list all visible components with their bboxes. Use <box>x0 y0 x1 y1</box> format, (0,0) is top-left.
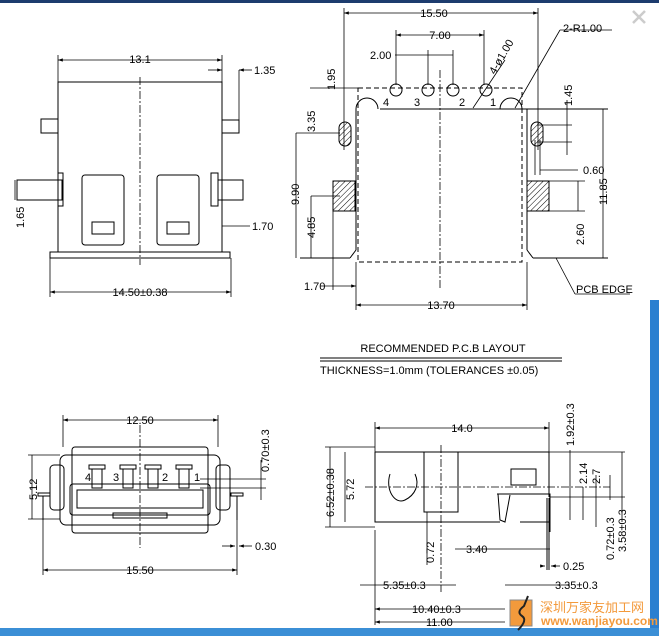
dim-0-25: 0.25 <box>563 561 584 573</box>
dim-1-95: 1.95 <box>326 69 338 90</box>
taskbar-strip <box>0 628 659 636</box>
dim-15-50: 15.50 <box>420 8 448 20</box>
close-x-icon[interactable] <box>632 10 646 24</box>
dim-5-72: 5.72 <box>345 479 357 500</box>
dim-hole-dia: 4-ø1.00 <box>487 38 516 77</box>
dim-13-70: 13.70 <box>427 300 455 312</box>
dim-15-50-end: 15.50 <box>126 565 154 577</box>
dim-4-85: 4.85 <box>306 217 318 238</box>
pin-label-1: 1 <box>490 97 496 109</box>
dim-2-00: 2.00 <box>370 50 391 62</box>
dim-14-50: 14.50±0.38 <box>113 287 168 299</box>
pin-label-3: 3 <box>414 97 420 109</box>
dim-3-58: 3.58±0.3 <box>617 509 629 552</box>
dim-7-00: 7.00 <box>429 30 450 42</box>
dim-1-45: 1.45 <box>563 85 575 106</box>
watermark-logo <box>509 595 533 631</box>
pcb-layout-view <box>295 8 630 310</box>
dim-6-52: 6.52±0.38 <box>325 468 337 517</box>
dim-5-35: 5.35±0.3 <box>383 580 426 592</box>
end-pin-label-3: 3 <box>113 472 119 484</box>
side-view <box>325 422 625 625</box>
contact-pins <box>88 464 193 489</box>
window-top-border <box>0 0 659 3</box>
watermark-url: www.wanjiayou.com <box>540 614 658 628</box>
notes-thickness: THICKNESS=1.0mm (TOLERANCES ±0.05) <box>320 365 538 377</box>
notes-title: RECOMMENDED P.C.B LAYOUT <box>360 343 526 355</box>
dim-1-92: 1.92±0.3 <box>565 403 577 446</box>
dim-9-90: 9.90 <box>290 184 302 205</box>
dim-0-72-tol: 0.72±0.3 <box>605 517 617 560</box>
dim-10-40: 10.40±0.3 <box>412 604 461 616</box>
dim-5-12: 5.12 <box>28 479 40 500</box>
dim-2-60: 2.60 <box>575 224 587 245</box>
dim-1-35: 1.35 <box>254 65 275 77</box>
end-pin-label-1: 1 <box>194 472 200 484</box>
dim-0-70: 0.70±0.3 <box>260 429 272 472</box>
dim-3-35: 3.35 <box>306 111 318 132</box>
watermark-cn: 深圳万家友加工网 <box>540 600 644 616</box>
dim-0-60: 0.60 <box>583 165 604 177</box>
end-view <box>28 415 266 575</box>
pin-label-4: 4 <box>383 97 389 109</box>
dim-2-7: 2.7 <box>591 469 603 484</box>
front-view <box>14 55 252 297</box>
dim-11-85: 11.85 <box>598 178 610 205</box>
dim-11-00: 11.00 <box>426 617 453 629</box>
end-pin-label-2: 2 <box>162 472 168 484</box>
dim-2-14: 2.14 <box>578 463 590 484</box>
dim-1-70: 1.70 <box>252 221 273 233</box>
dim-14-0: 14.0 <box>451 423 472 435</box>
dim-12-50: 12.50 <box>126 415 154 427</box>
dim-1-65: 1.65 <box>15 207 27 228</box>
dim-corner-radius: 2-R1.00 <box>563 23 602 35</box>
pin-label-2: 2 <box>459 97 465 109</box>
dim-0-30: 0.30 <box>255 541 276 553</box>
dim-3-35-side: 3.35±0.3 <box>555 580 598 592</box>
end-pin-label-4: 4 <box>85 472 91 484</box>
pcb-edge-label: PCB EDGE <box>576 284 633 296</box>
dim-3-40: 3.40 <box>466 544 487 556</box>
dim-1-70-pcb: 1.70 <box>304 281 325 293</box>
window-right-edge <box>650 300 659 636</box>
dim-13-1: 13.1 <box>129 54 150 66</box>
dim-0-72: 0.72 <box>425 542 437 563</box>
